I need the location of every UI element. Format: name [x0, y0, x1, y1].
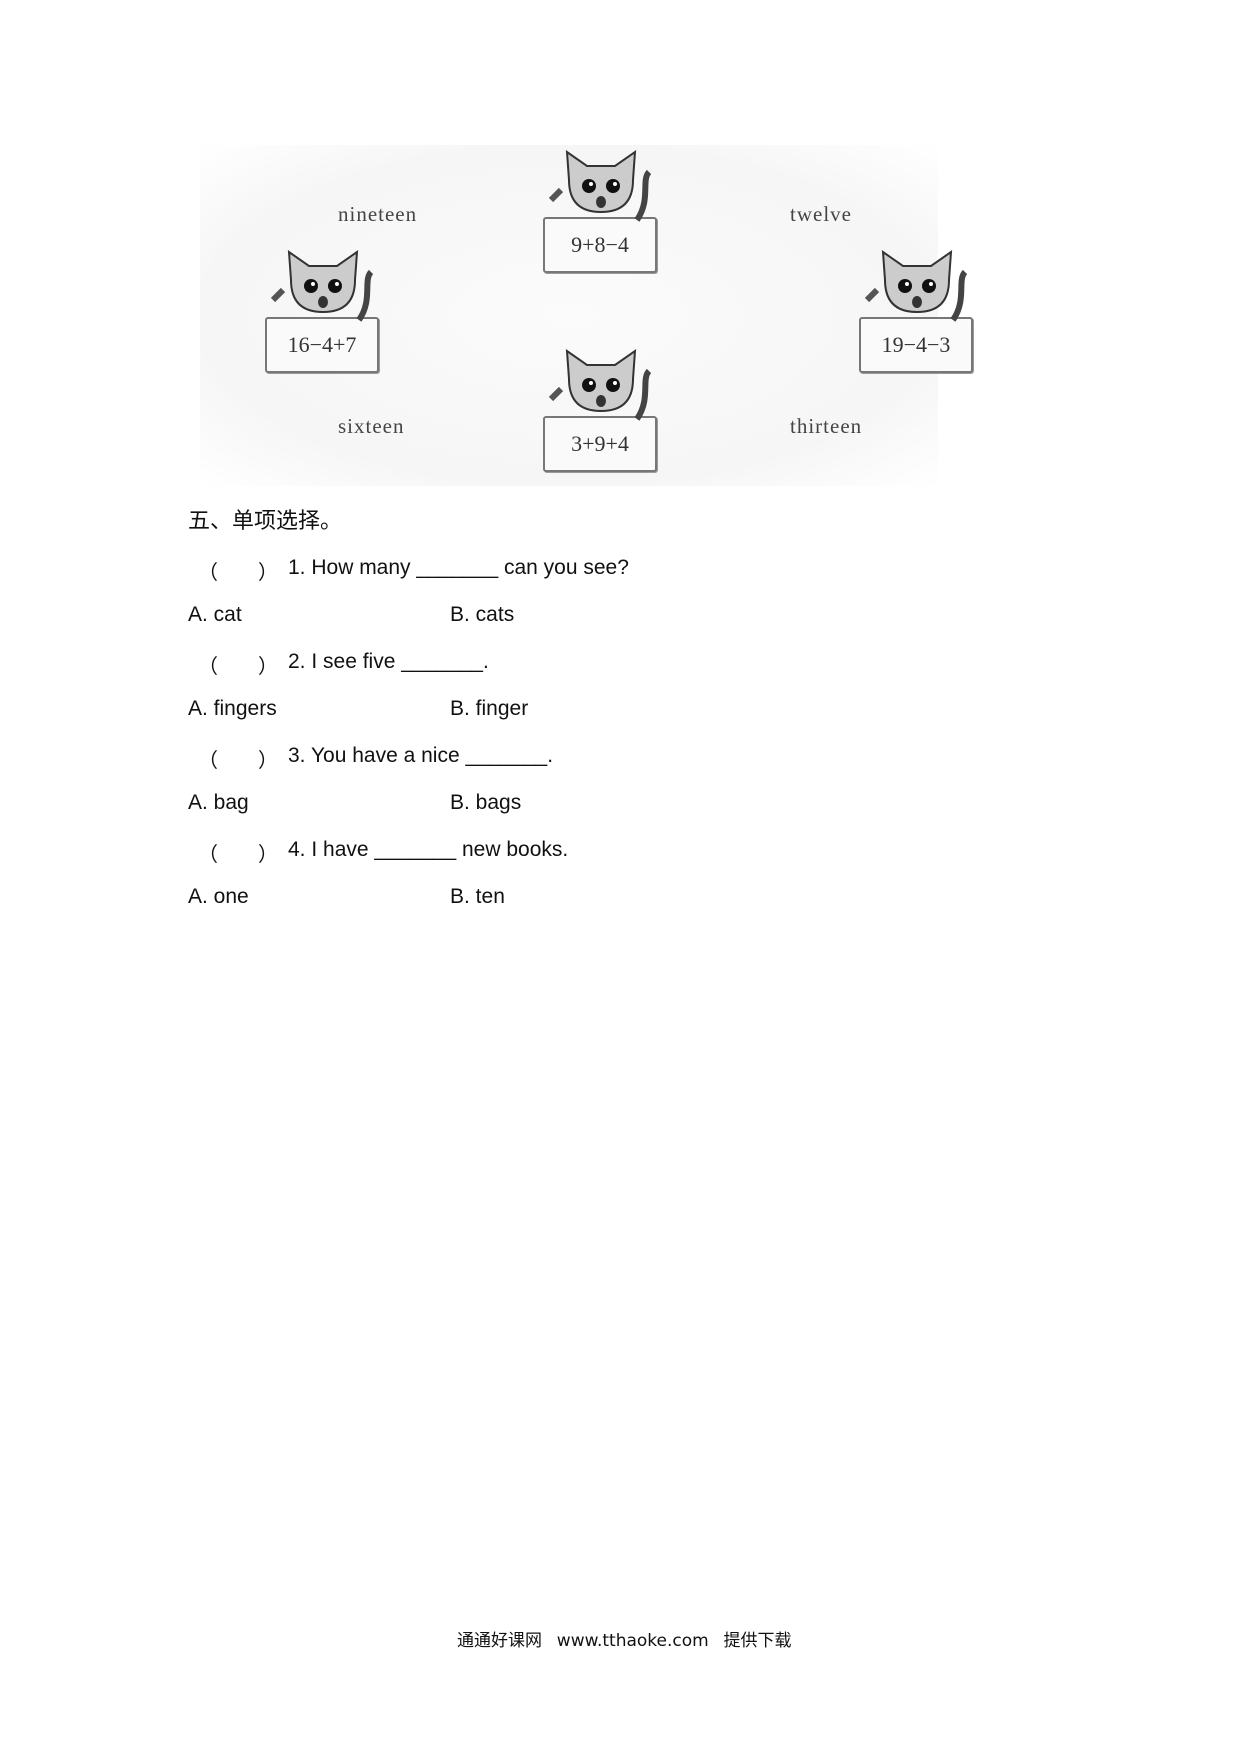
answer-paren-open: （: [198, 844, 218, 866]
option-a: A. cat: [188, 603, 242, 626]
word-nineteen: nineteen: [338, 202, 418, 226]
math-card: 19−4−3: [859, 317, 973, 373]
option-b: B. ten: [450, 885, 505, 908]
option-a: A. fingers: [188, 697, 277, 720]
answer-paren-close: ）: [258, 750, 278, 772]
math-card: 9+8−4: [543, 217, 657, 273]
option-b: B. finger: [450, 697, 529, 720]
question-text: 3. You have a nice _______.: [288, 744, 554, 767]
option-b: B. bags: [450, 791, 522, 814]
question-text: 4. I have _______ new books.: [288, 838, 569, 861]
question-text: 2. I see five _______.: [288, 650, 489, 673]
answer-paren-open: （: [198, 562, 218, 584]
word-twelve: twelve: [790, 202, 852, 226]
cat-card-right: 19−4−3: [857, 249, 977, 373]
answer-paren-open: （: [198, 750, 218, 772]
option-a: A. bag: [188, 791, 249, 814]
question-text: 1. How many _______ can you see?: [288, 556, 629, 579]
footer-credit: 通通好课网 www.tthaoke.com 提供下载: [457, 1631, 792, 1651]
word-sixteen: sixteen: [338, 414, 405, 438]
cat-icon: [548, 348, 652, 421]
option-b: B. cats: [450, 603, 515, 626]
cat-icon: [548, 149, 652, 222]
answer-paren-close: ）: [258, 656, 278, 678]
answer-paren-close: ）: [258, 844, 278, 866]
option-a: A. one: [188, 885, 249, 908]
answer-paren-close: ）: [258, 562, 278, 584]
cat-icon: [270, 249, 374, 322]
cat-card-top: 9+8−4: [541, 149, 661, 273]
answer-paren-open: （: [198, 656, 218, 678]
section-heading: 五、单项选择。: [188, 509, 343, 534]
math-card: 16−4+7: [265, 317, 379, 373]
cat-card-left: 16−4+7: [263, 249, 383, 373]
cat-icon: [864, 249, 968, 322]
word-thirteen: thirteen: [790, 414, 863, 438]
cat-card-bottom: 3+9+4: [541, 348, 661, 472]
math-card: 3+9+4: [543, 416, 657, 472]
